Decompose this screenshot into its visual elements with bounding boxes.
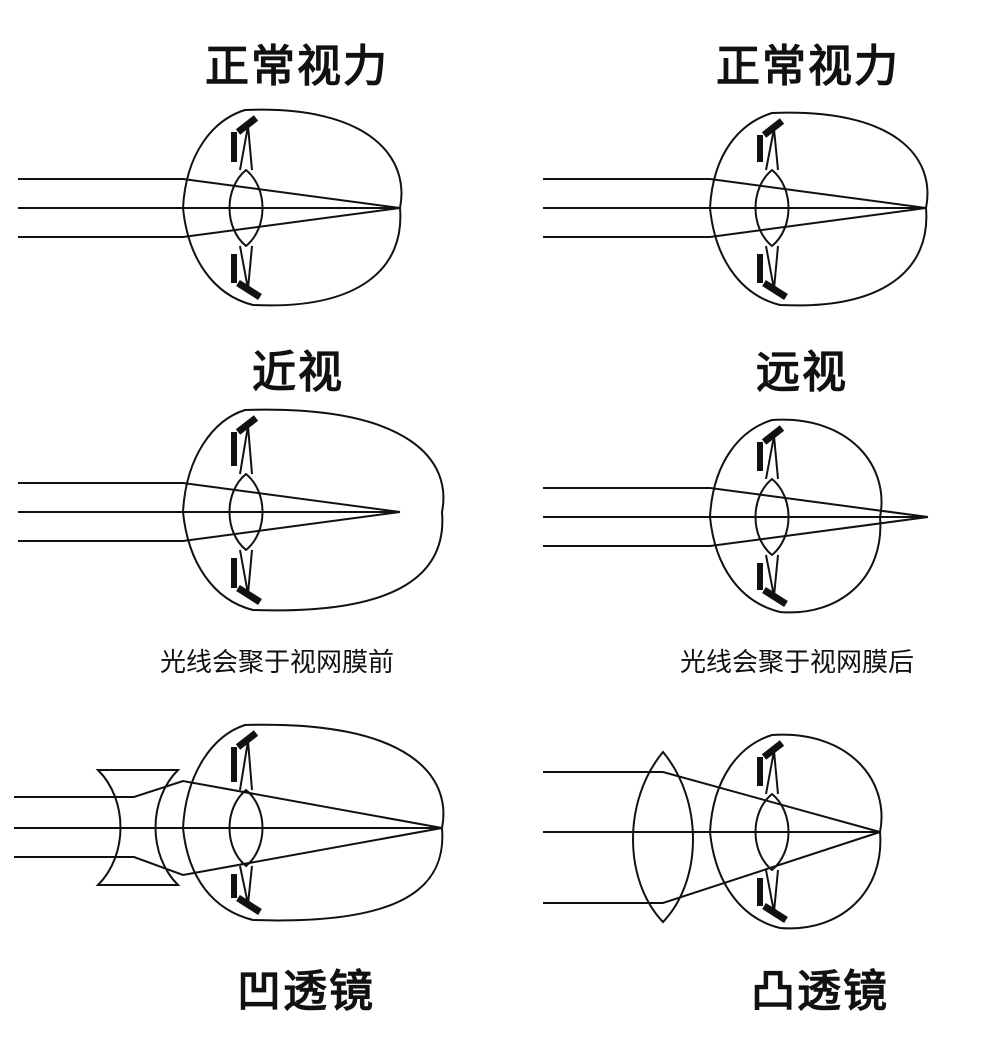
- title-convex-lens: 凸透镜: [751, 966, 889, 1017]
- ligament-upper: [239, 125, 253, 171]
- ligament-lower: [239, 865, 253, 905]
- ligament-lower: [239, 549, 253, 595]
- title-hyperopia: 远视: [756, 347, 848, 398]
- eyeball-outline: [181, 723, 445, 922]
- eye-concave-correction: [14, 723, 445, 922]
- ligament-lower: [765, 245, 779, 290]
- eyeball-outline: [181, 108, 403, 307]
- ligament-upper: [765, 750, 779, 795]
- ciliary-body-lower: [236, 585, 262, 605]
- crystalline-lens: [228, 168, 264, 248]
- crystalline-lens: [228, 472, 264, 552]
- light-ray: [543, 771, 881, 833]
- light-ray: [543, 516, 929, 547]
- eye-normal-left: [18, 108, 403, 307]
- ciliary-body-upper: [235, 415, 259, 435]
- eyeball-outline: [708, 733, 883, 930]
- light-ray: [18, 482, 401, 513]
- ciliary-body-lower: [762, 280, 788, 300]
- ligament-upper: [239, 425, 253, 475]
- ciliary-body-upper: [761, 118, 785, 138]
- light-ray: [18, 511, 401, 542]
- eyeball-outline: [708, 111, 929, 307]
- ligament-upper: [765, 435, 779, 480]
- crystalline-lens: [754, 168, 790, 248]
- ligament-upper: [239, 740, 253, 791]
- eye-convex-correction: [543, 733, 883, 930]
- ligament-lower: [765, 869, 779, 913]
- ligament-upper: [765, 128, 779, 171]
- title-concave-lens: 凹透镜: [237, 966, 375, 1017]
- eye-myopia: [18, 408, 445, 612]
- ligament-lower: [239, 245, 253, 290]
- light-ray: [543, 487, 929, 518]
- ciliary-body-lower: [236, 280, 262, 300]
- note-hyperopia-focus: 光线会聚于视网膜后: [679, 648, 915, 678]
- light-ray: [14, 827, 443, 877]
- light-ray: [18, 178, 401, 209]
- light-ray: [543, 178, 927, 209]
- convex-lens-shape: [632, 750, 694, 924]
- concave-lens-shape: [95, 769, 181, 886]
- crystalline-lens: [228, 788, 264, 868]
- light-ray: [18, 207, 401, 238]
- title-normal-vision-right: 正常视力: [716, 41, 900, 92]
- note-myopia-focus: 光线会聚于视网膜前: [159, 648, 395, 678]
- ciliary-body-lower: [236, 895, 262, 915]
- ciliary-body-lower: [762, 903, 788, 923]
- ciliary-body-upper: [235, 115, 259, 135]
- ligament-lower: [765, 554, 779, 597]
- crystalline-lens: [754, 477, 790, 557]
- title-myopia: 近视: [252, 347, 344, 398]
- eyeball-outline: [181, 408, 445, 612]
- ciliary-body-lower: [762, 587, 788, 607]
- eye-hyperopia: [543, 418, 929, 614]
- ciliary-body-upper: [235, 730, 259, 750]
- light-ray: [543, 207, 927, 238]
- ciliary-body-upper: [761, 740, 785, 760]
- eye-normal-right: [543, 111, 929, 307]
- ciliary-body-upper: [761, 425, 785, 445]
- light-ray: [14, 779, 443, 829]
- light-ray: [543, 831, 881, 904]
- crystalline-lens: [754, 792, 790, 872]
- eyeball-outline: [708, 418, 883, 614]
- title-normal-vision-left: 正常视力: [205, 41, 389, 92]
